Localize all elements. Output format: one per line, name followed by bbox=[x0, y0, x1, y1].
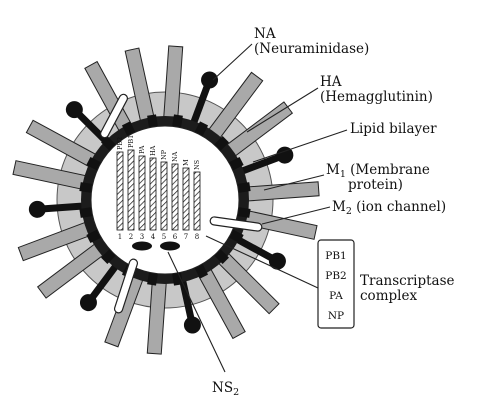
leader-lipid bbox=[252, 129, 348, 163]
label-na-full: (Neuraminidase) bbox=[254, 41, 369, 57]
leader-complex bbox=[205, 235, 319, 289]
rna-segment: NS 8 bbox=[193, 160, 201, 241]
leader-ns2 bbox=[167, 251, 226, 373]
leader-lines bbox=[167, 43, 348, 373]
segment-number: 5 bbox=[162, 233, 166, 241]
m1-protein bbox=[235, 206, 251, 218]
m1-protein bbox=[147, 114, 159, 130]
label-ha: HA bbox=[320, 74, 342, 90]
segment-number: 3 bbox=[140, 233, 144, 241]
rna-segment: M7 bbox=[182, 159, 190, 241]
label-transcriptase: Transcriptase bbox=[360, 273, 455, 289]
m1-protein bbox=[171, 114, 183, 130]
segment-number: 7 bbox=[184, 233, 188, 241]
segment-name: PB1 bbox=[127, 135, 135, 148]
m1-protein bbox=[235, 182, 251, 194]
label-ns2: NS2 bbox=[212, 380, 239, 398]
rna-segment: PA 3 bbox=[138, 145, 146, 241]
label-m1: M1 (Membrane bbox=[326, 162, 430, 180]
complex-protein-label: PB2 bbox=[325, 270, 346, 282]
na-spike bbox=[79, 262, 120, 312]
rna-segment: PB2 1 bbox=[116, 137, 124, 241]
segment-number: 8 bbox=[195, 233, 199, 241]
label-ha-full: (Hemagglutinin) bbox=[320, 89, 433, 105]
label-na: NA bbox=[254, 26, 276, 42]
rna-segment: NA 6 bbox=[171, 151, 179, 241]
label-m2: M2 (ion channel) bbox=[332, 199, 446, 217]
ns2-protein-right bbox=[160, 241, 180, 251]
segment-number: 2 bbox=[129, 233, 133, 241]
m1-protein bbox=[79, 206, 95, 218]
rna-segment: HA 4 bbox=[149, 145, 157, 241]
segment-name: M bbox=[182, 159, 190, 166]
segment-number: 1 bbox=[118, 233, 122, 241]
label-complex: complex bbox=[360, 288, 417, 304]
segment-name: PB2 bbox=[116, 137, 124, 150]
segment-name: NA bbox=[171, 151, 179, 162]
complex-protein-label: NP bbox=[328, 310, 344, 322]
leader-m1 bbox=[263, 174, 325, 191]
segment-name: PA bbox=[138, 145, 146, 154]
segment-name: NP bbox=[160, 149, 168, 160]
leader-na bbox=[212, 43, 253, 81]
leader-m2 bbox=[261, 206, 331, 225]
m1-protein bbox=[79, 182, 95, 194]
na-spike bbox=[238, 146, 294, 176]
na-spike bbox=[233, 235, 286, 270]
label-m1-line2: protein) bbox=[348, 177, 403, 193]
leader-ha bbox=[246, 87, 319, 133]
na-spike bbox=[189, 71, 219, 127]
ns2-protein-left bbox=[132, 241, 152, 251]
segment-number: 4 bbox=[151, 233, 156, 241]
m2-channel-bottom bbox=[113, 258, 139, 314]
transcriptase-box bbox=[317, 239, 355, 329]
m2-channel-top bbox=[100, 93, 128, 139]
na-spike bbox=[178, 277, 201, 334]
m1-protein bbox=[171, 270, 183, 286]
segment-number: 6 bbox=[173, 233, 178, 241]
segment-name: NS bbox=[193, 160, 201, 170]
segment-name: HA bbox=[149, 145, 157, 156]
rna-segment: NP 5 bbox=[160, 149, 168, 241]
label-lipid-bilayer: Lipid bilayer bbox=[350, 121, 437, 137]
complex-protein-label: PA bbox=[329, 290, 343, 302]
m2-channel-right bbox=[209, 216, 263, 232]
m1-protein bbox=[147, 270, 159, 286]
rna-segment: PB1 2 bbox=[127, 135, 135, 241]
na-spike bbox=[28, 200, 86, 218]
surface-spikes bbox=[12, 45, 320, 355]
complex-protein-label: PB1 bbox=[325, 250, 346, 262]
